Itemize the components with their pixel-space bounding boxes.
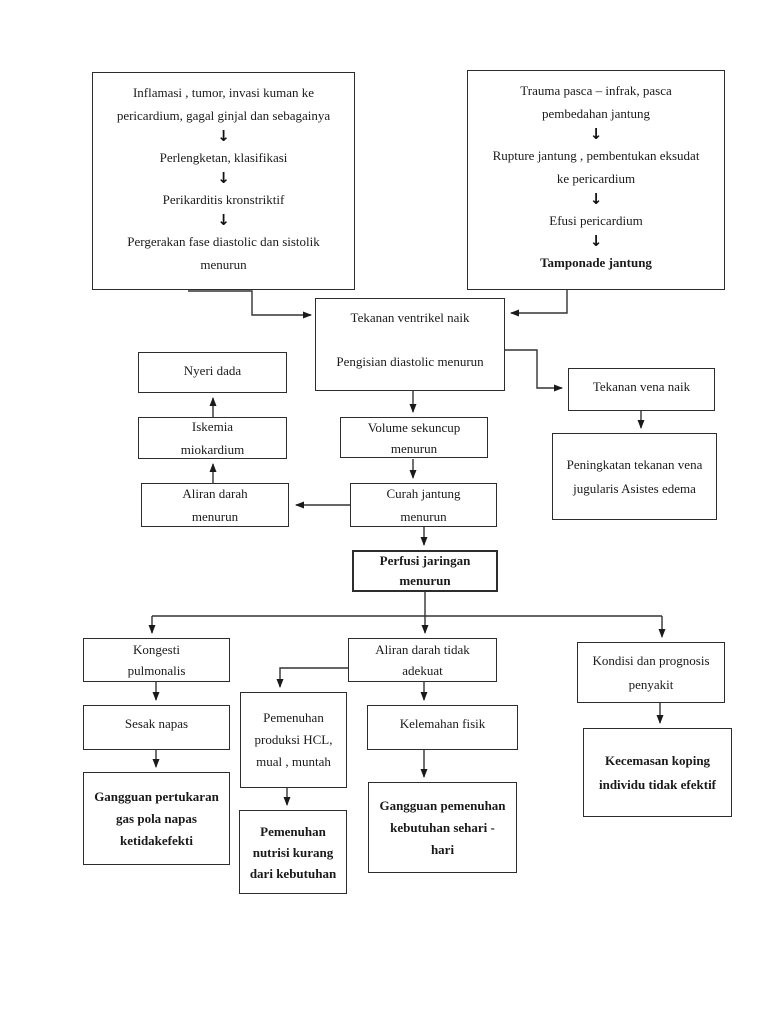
node-causes-left: Inflamasi , tumor, invasi kuman ke peric… <box>92 72 355 290</box>
node-text: Sesak napas <box>124 716 189 731</box>
node-sesak-napas: Sesak napas <box>83 705 230 750</box>
node-aliran-tidak-adekuat: Aliran darah tidak adekuat <box>348 638 497 682</box>
node-text: Rupture jantung , pembentukan eksudat ke… <box>492 148 700 186</box>
node-perfusi-jaringan: Perfusi jaringan menurun <box>352 550 498 592</box>
node-iskemia-miokardium: Iskemia miokardium <box>138 417 287 459</box>
node-text: Efusi pericardium <box>549 213 643 228</box>
down-arrow-icon: ↓ <box>589 232 603 250</box>
node-kongesti-pulmonalis: Kongesti pulmonalis <box>83 638 230 682</box>
node-peningkatan-vena: Peningkatan tekanan vena jugularis Asist… <box>552 433 717 520</box>
node-gangguan-pertukaran: Gangguan pertukaran gas pola napas ketid… <box>83 772 230 865</box>
node-text: Kecemasan koping individu tidak efektif <box>598 752 717 792</box>
node-aliran-darah-menurun: Aliran darah menurun <box>141 483 289 527</box>
node-kondisi-prognosis: Kondisi dan prognosis penyakit <box>577 642 725 703</box>
node-text: Kongesti pulmonalis <box>127 642 186 678</box>
node-curah-jantung: Curah jantung menurun <box>350 483 497 527</box>
node-pemenuhan-produksi: Pemenuhan produksi HCL, mual , muntah <box>240 692 347 788</box>
edge-adekuat-to-produksi <box>276 667 348 688</box>
node-text: Gangguan pertukaran gas pola napas ketid… <box>94 788 219 848</box>
node-text: Trauma pasca – infrak, pasca pembedahan … <box>520 83 672 121</box>
down-arrow-icon: ↓ <box>217 169 230 187</box>
node-text: Perfusi jaringan menurun <box>379 553 471 588</box>
node-text: Perikarditis kronstriktif <box>162 192 285 207</box>
node-text: Nyeri dada <box>183 363 242 378</box>
edge-center-to-tekananvena <box>505 349 563 392</box>
node-text: Curah jantung menurun <box>386 486 461 524</box>
down-arrow-icon: ↓ <box>217 127 230 145</box>
node-text: Kelemahan fisik <box>399 716 486 731</box>
node-text: Perlengketan, klasifikasi <box>159 150 288 165</box>
node-text: Iskemia miokardium <box>180 419 245 457</box>
node-text: Tekanan ventrikel naik <box>350 310 470 325</box>
node-tekanan-ventrikel: Tekanan ventrikel naik Pengisian diastol… <box>315 298 505 391</box>
node-text: Pergerakan fase diastolic dan sistolik m… <box>127 234 320 272</box>
node-nyeri-dada: Nyeri dada <box>138 352 287 393</box>
node-causes-right: Trauma pasca – infrak, pasca pembedahan … <box>467 70 725 290</box>
node-text: Volume sekuncup menurun <box>367 419 461 456</box>
node-text: Inflamasi , tumor, invasi kuman ke peric… <box>116 85 331 123</box>
node-kelemahan-fisik: Kelemahan fisik <box>367 705 518 750</box>
node-text: Pemenuhan nutrisi kurang dari kebutuhan <box>249 823 337 881</box>
edge-causesright-to-center <box>510 285 628 317</box>
node-text: Aliran darah tidak adekuat <box>375 642 470 678</box>
down-arrow-icon: ↓ <box>589 190 603 208</box>
node-text: Kondisi dan prognosis penyakit <box>592 652 710 692</box>
edge-causesleft-to-center <box>188 290 312 319</box>
down-arrow-icon: ↓ <box>217 211 230 229</box>
node-tekanan-vena-naik: Tekanan vena naik <box>568 368 715 411</box>
down-arrow-icon: ↓ <box>589 125 603 143</box>
node-gangguan-pemenuhan: Gangguan pemenuhan kebutuhan sehari - ha… <box>368 782 517 873</box>
node-text: Tekanan vena naik <box>592 379 691 394</box>
node-volume-sekuncup: Volume sekuncup menurun <box>340 417 488 458</box>
node-text: Tamponade jantung <box>540 255 652 270</box>
node-text: Gangguan pemenuhan kebutuhan sehari - ha… <box>379 797 506 857</box>
node-kecemasan-koping: Kecemasan koping individu tidak efektif <box>583 728 732 817</box>
node-pemenuhan-nutrisi: Pemenuhan nutrisi kurang dari kebutuhan <box>239 810 347 894</box>
node-text: Peningkatan tekanan vena jugularis Asist… <box>566 456 703 496</box>
node-text: Pengisian diastolic menurun <box>336 354 484 369</box>
node-text: Pemenuhan produksi HCL, mual , muntah <box>254 710 333 769</box>
node-text: Aliran darah menurun <box>182 486 248 524</box>
